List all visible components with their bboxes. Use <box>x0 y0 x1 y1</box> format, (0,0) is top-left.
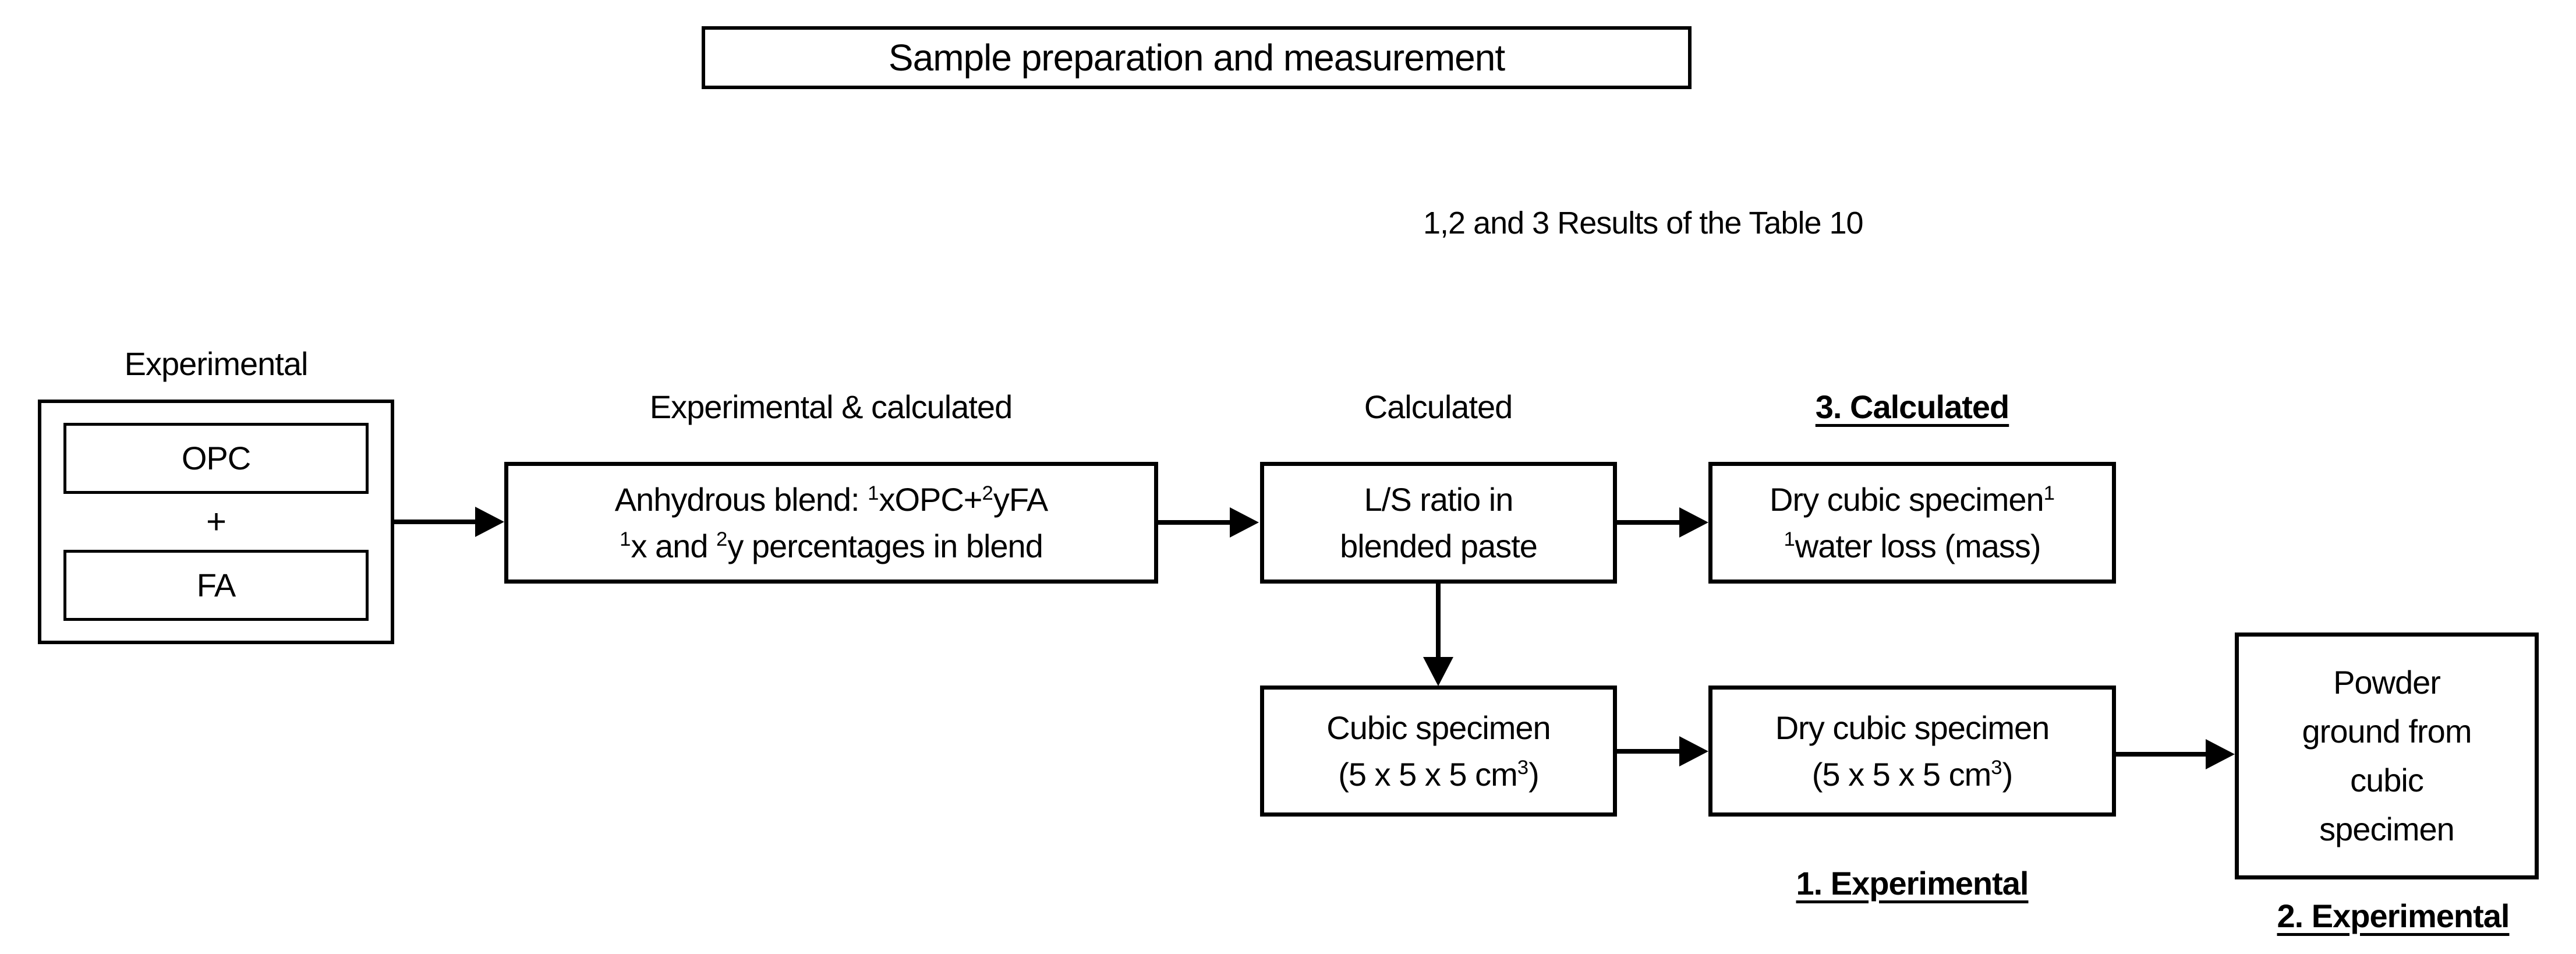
cubic-line2-sup: 3 <box>1517 757 1529 779</box>
arrow-ls-to-drycalc-head <box>1679 507 1708 538</box>
plus-text: + <box>206 502 227 541</box>
dry-calc-line2: 1water loss (mass) <box>1784 523 2041 570</box>
dry-exp-line1: Dry cubic specimen <box>1775 709 2050 746</box>
cubic-line2-pre: (5 x 5 x 5 cm <box>1338 755 1518 793</box>
dry-calc-line2-main: water loss (mass) <box>1795 527 2041 564</box>
blend-line1-end: yFA <box>993 480 1048 518</box>
label-1-experimental: 1. Experimental <box>1796 865 2029 902</box>
arrow-cubic-to-dryexp-line <box>1614 749 1679 754</box>
powder-box: Powder ground from cubic specimen <box>2235 633 2539 879</box>
arrow-cubic-to-dryexp-head <box>1679 736 1708 766</box>
cubic-line1: Cubic specimen <box>1326 709 1551 746</box>
dry-calc-line1-main: Dry cubic specimen <box>1770 480 2044 518</box>
arrow-ls-to-drycalc-line <box>1614 520 1679 525</box>
arrow-dryexp-to-powder-line <box>2114 752 2206 757</box>
label-3-calculated: 3. Calculated <box>1815 388 2009 425</box>
title-box: Sample preparation and measurement <box>702 26 1692 89</box>
blend-line1-pre: Anhydrous blend: <box>614 480 868 518</box>
arrow-source-to-blend-head <box>475 507 504 537</box>
label-experimental: Experimental <box>124 345 309 382</box>
cubic-specimen-box: Cubic specimen (5 x 5 x 5 cm3) <box>1260 686 1617 817</box>
arrow-ls-to-cubic-line <box>1436 582 1441 658</box>
arrow-blend-to-ls-head <box>1230 507 1259 538</box>
opc-label: OPC <box>181 440 251 477</box>
blend-line1-sup2: 2 <box>982 482 993 504</box>
blend-line2: 1x and 2y percentages in blend <box>620 523 1043 570</box>
blend-line1-mid: xOPC+ <box>879 480 982 518</box>
blend-line1-sup1: 1 <box>868 482 879 504</box>
arrow-ls-to-cubic-head <box>1423 657 1453 686</box>
arrow-dryexp-to-powder-head <box>2206 739 2235 769</box>
blend-line2-sup1: 1 <box>620 528 631 551</box>
dry-calc-line1: Dry cubic specimen1 <box>1770 476 2055 523</box>
dry-calc-line2-sup: 1 <box>1784 528 1795 551</box>
dry-exp-line2-sup: 3 <box>1991 757 2002 779</box>
arrow-source-to-blend-line <box>391 520 477 524</box>
blend-line2-sup2: 2 <box>716 528 728 551</box>
ls-line2: blended paste <box>1340 527 1538 564</box>
anhydrous-blend-box: Anhydrous blend: 1xOPC+2yFA 1x and 2y pe… <box>504 462 1158 584</box>
source-group-box: OPC + FA <box>38 400 394 644</box>
note-text: 1,2 and 3 Results of the Table 10 <box>1423 206 1864 241</box>
label-2-experimental: 2. Experimental <box>2277 898 2510 934</box>
arrow-blend-to-ls-line <box>1155 520 1230 525</box>
powder-line4: specimen <box>2319 811 2455 847</box>
cubic-line2: (5 x 5 x 5 cm3) <box>1338 751 1539 798</box>
label-calculated: Calculated <box>1364 388 1513 425</box>
powder-line3: cubic <box>2350 762 2424 798</box>
dry-exp-line2: (5 x 5 x 5 cm3) <box>1812 751 2013 798</box>
opc-box: OPC <box>63 423 369 494</box>
dry-specimen-exp-box: Dry cubic specimen (5 x 5 x 5 cm3) <box>1708 686 2116 817</box>
blend-line1: Anhydrous blend: 1xOPC+2yFA <box>614 476 1049 523</box>
ls-line1: L/S ratio in <box>1364 480 1514 518</box>
fa-box: FA <box>63 550 369 621</box>
cubic-line2-post: ) <box>1528 755 1540 793</box>
fa-label: FA <box>196 567 236 604</box>
dry-exp-line2-post: ) <box>2002 755 2014 793</box>
dry-exp-line2-pre: (5 x 5 x 5 cm <box>1811 755 1992 793</box>
blend-line2-mid: x and <box>631 527 717 564</box>
page-title: Sample preparation and measurement <box>888 36 1505 79</box>
powder-line1: Powder <box>2333 664 2441 701</box>
powder-line2: ground from <box>2302 713 2472 750</box>
dry-calc-line1-sup: 1 <box>2043 482 2055 504</box>
blend-line2-end: y percentages in blend <box>727 527 1043 564</box>
ls-ratio-box: L/S ratio in blended paste <box>1260 462 1617 584</box>
dry-specimen-calc-box: Dry cubic specimen1 1water loss (mass) <box>1708 462 2116 584</box>
label-experimental-calculated: Experimental & calculated <box>649 388 1013 425</box>
